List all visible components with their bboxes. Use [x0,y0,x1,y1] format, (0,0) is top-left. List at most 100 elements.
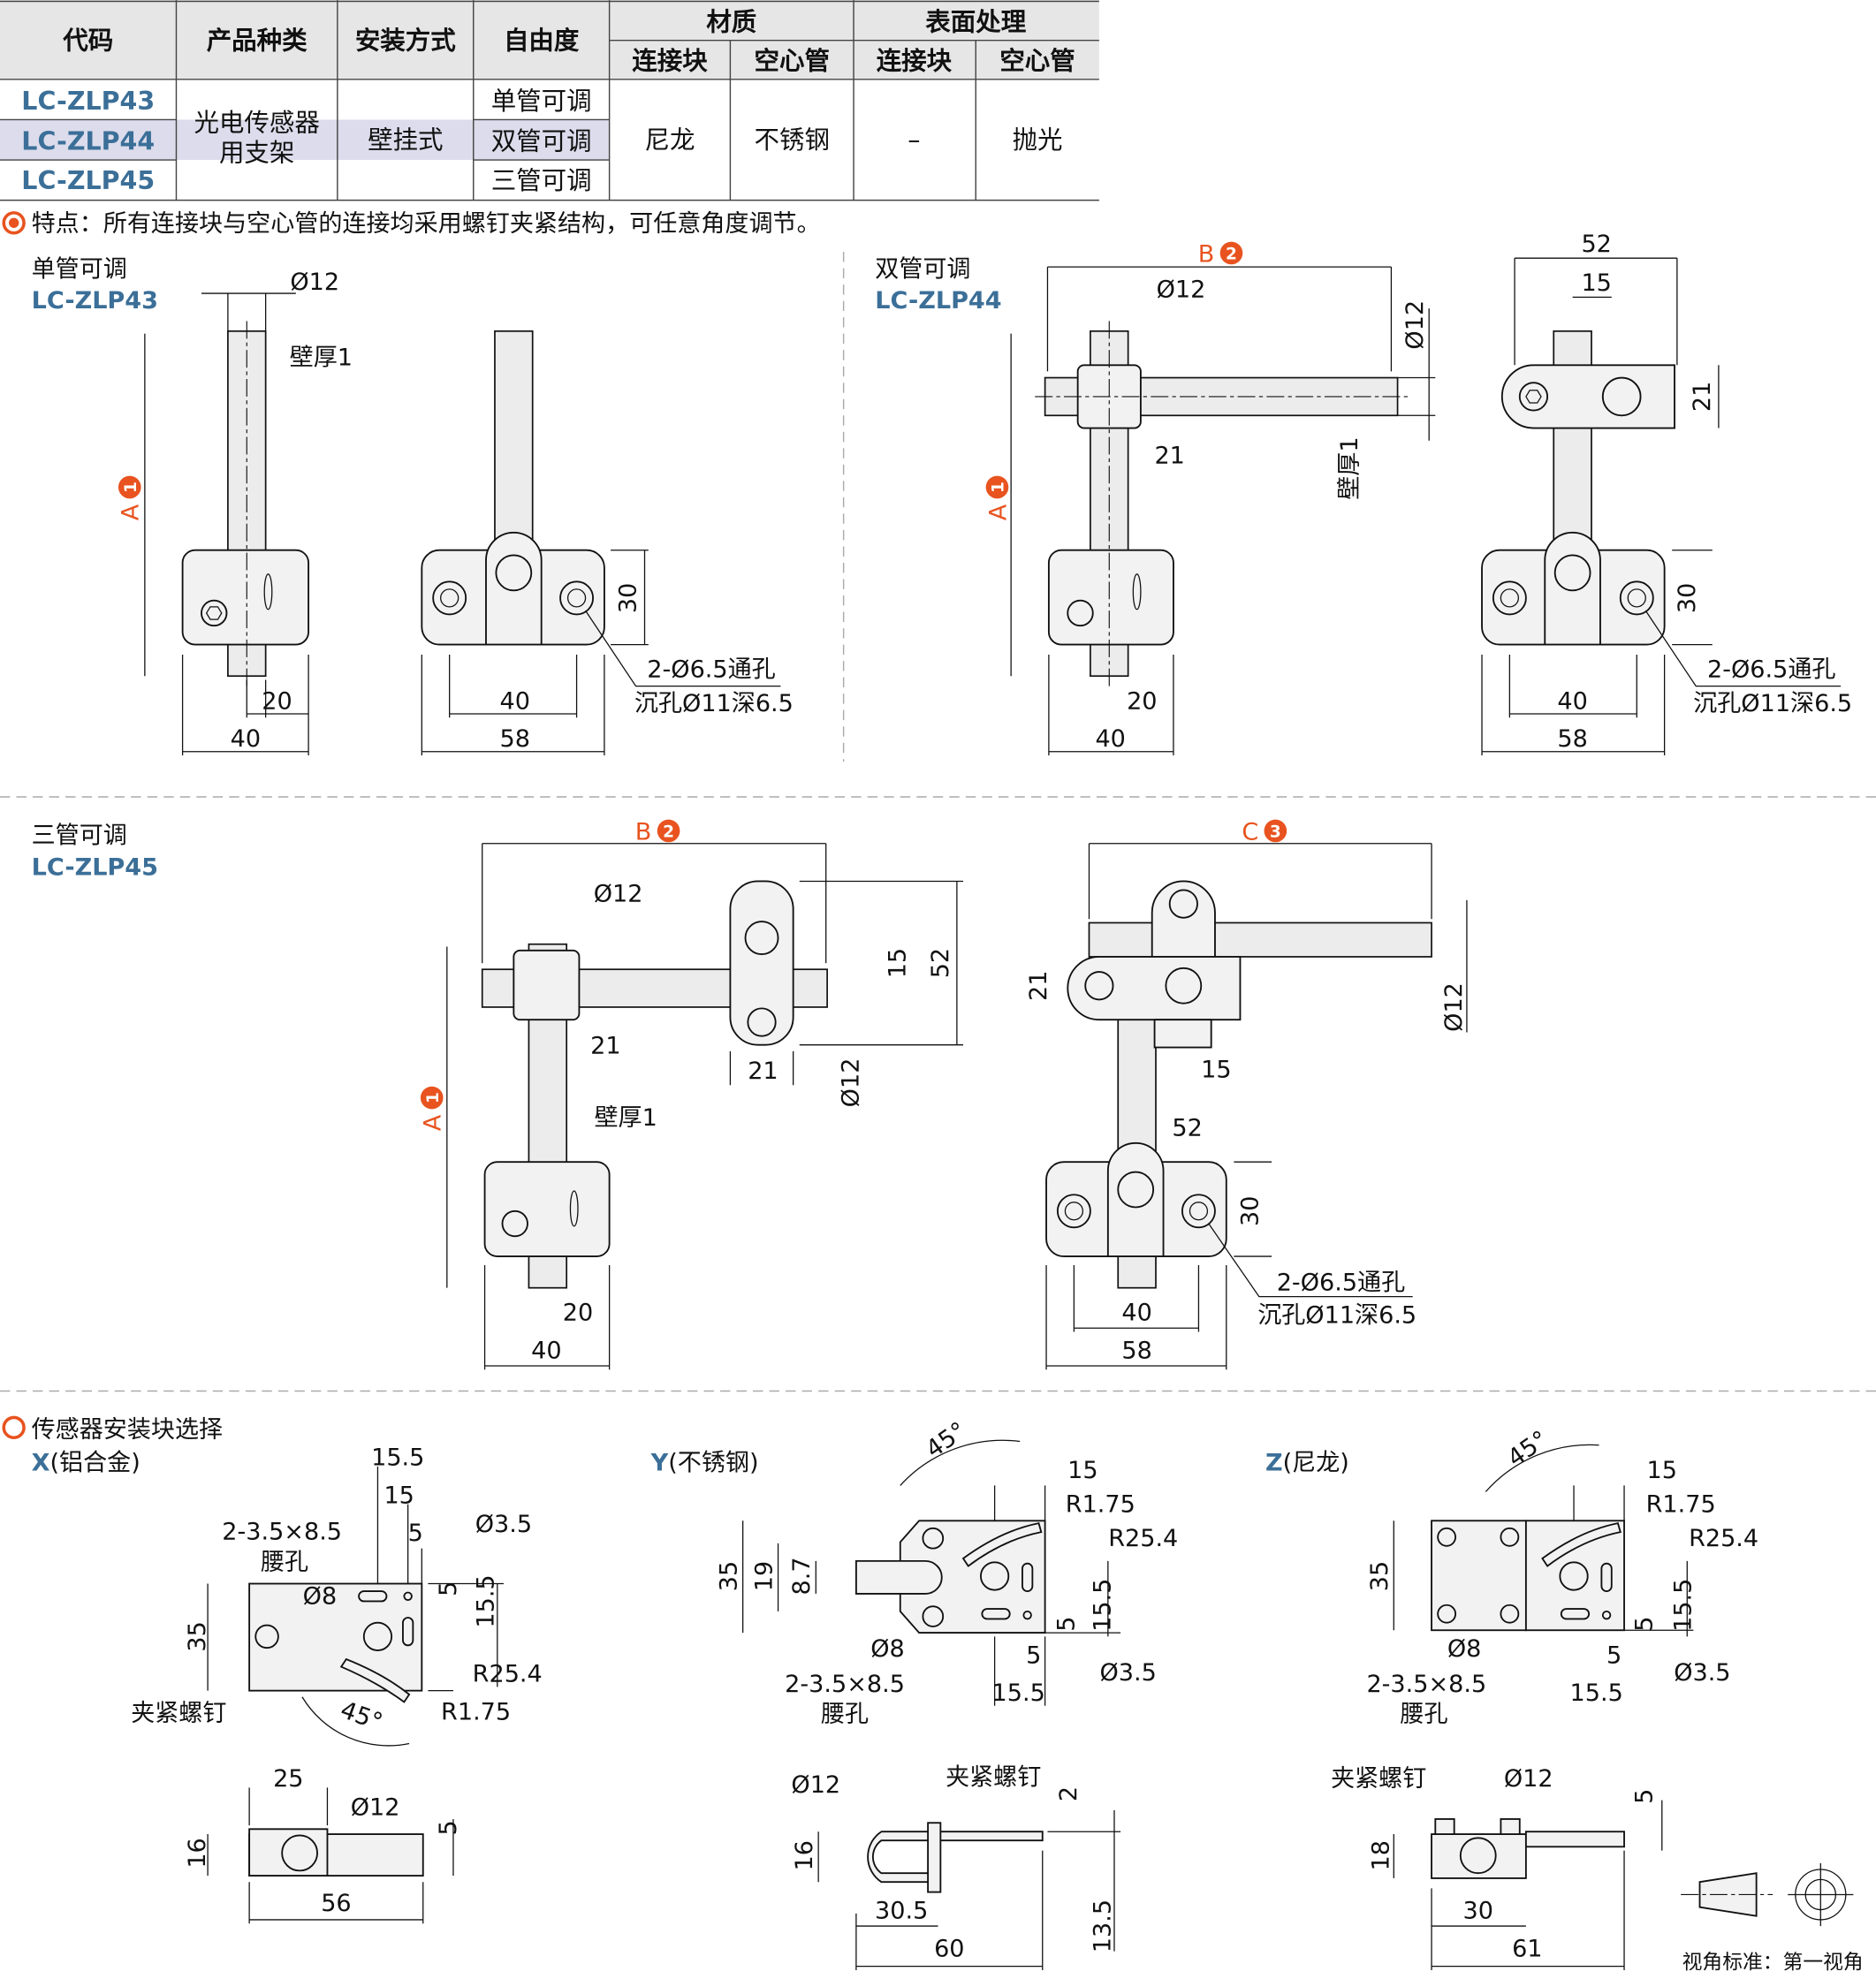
finish-block: – [908,125,920,155]
dimension-label: 40 [231,725,261,753]
single-front-view [144,292,310,755]
dimension-label: Ø8 [303,1582,338,1610]
dimension-label: 30.5 [875,1898,928,1925]
dimension-label: 沉孔Ø11深6.5 [1693,690,1852,717]
dimension-label: R25.4 [1108,1525,1178,1552]
dimension-label: 30 [1674,583,1701,613]
dimension-label: 40 [1557,687,1587,715]
dimension-label: 30 [1463,1898,1493,1925]
dimension-label: 52 [1581,231,1611,258]
dimension-label: 21 [1025,971,1052,1001]
dimension-label: 5 [435,1581,462,1596]
dimension-label: Ø12 [1440,982,1468,1032]
double-code: LC-ZLP44 [875,287,1001,315]
dimension-label: 35 [184,1621,211,1651]
single-side-view [421,330,781,755]
dimension-label: 腰孔 [1400,1701,1447,1728]
marker-number: 2 [663,823,674,842]
marker-badge-icon [1219,241,1243,265]
dimension-label: 腰孔 [261,1549,308,1576]
sensor-block-z-side [1393,1800,1663,1970]
dimension-label: 15 [1581,269,1611,297]
marker-letter: B [1198,240,1215,268]
marker-number: 1 [990,481,1008,493]
dimension-label: 40 [1095,725,1125,753]
dimension-label: 5 [1606,1642,1622,1669]
freedom-double: 双管可调 [491,127,592,156]
dimension-label: 58 [500,725,530,753]
dimension-label: 35 [716,1561,743,1591]
dimension-label: 5 [408,1520,423,1547]
dimension-label: 15.5 [1570,1679,1623,1707]
dimension-label: 15 [1067,1457,1097,1484]
reference-marker: A1 [420,1086,447,1131]
dimension-label: 夹紧螺钉 [131,1700,226,1727]
dimension-label: 35 [1366,1561,1394,1591]
dimension-label: Ø12 [290,269,339,296]
subheader-tube: 空心管 [754,46,829,75]
dimension-label: Ø3.5 [475,1511,532,1538]
dimension-label: 30 [1236,1196,1264,1226]
dimension-label: R25.4 [473,1661,543,1688]
dimension-label: 40 [500,687,530,715]
dimension-label: 5 [1630,1617,1658,1632]
dimension-label: 52 [927,948,954,978]
dimension-label: 45° [921,1417,971,1464]
marker-letter: A [420,1114,447,1131]
marker-letter: C [1242,818,1258,845]
triple-code: LC-ZLP45 [32,853,158,881]
dimension-label: 21 [748,1058,778,1085]
material-tube: 不锈钢 [754,125,829,155]
dimension-label: 5 [1026,1642,1041,1669]
dimension-label: 15.5 [371,1444,424,1472]
dimension-label: 夹紧螺钉 [946,1763,1041,1791]
dimension-label: 8.7 [788,1557,816,1595]
dimension-label: 16 [791,1840,818,1870]
dimension-label: 15.5 [1090,1579,1117,1632]
dimension-label: 夹紧螺钉 [1331,1765,1426,1793]
double-title: 双管可调 [875,256,970,284]
subheader-tube: 空心管 [999,46,1075,75]
dimension-label: 45° [1503,1426,1553,1473]
first-angle-projection-symbol: 视角标准：第一视角 [1681,1862,1864,1975]
finish-tube: 抛光 [1013,125,1063,155]
single-title: 单管可调 [32,256,127,284]
dimension-label: 沉孔Ø11深6.5 [1257,1302,1416,1330]
sensor-y-label: Y(不锈钢) [650,1449,759,1476]
triple-side-view [1045,843,1468,1370]
dimension-label: 2-3.5×8.5 [785,1671,905,1698]
dimension-label: 40 [1121,1300,1151,1327]
header-mounting: 安装方式 [355,27,456,56]
dimension-label: 21 [1154,442,1184,469]
dimension-labels: Ø12壁厚120403040582-Ø6.5通孔沉孔Ø11深6.5Ø12Ø122… [131,231,1852,1962]
reference-marker: A1 [984,475,1012,520]
dimension-label: 20 [262,687,292,715]
dimension-label: 15.5 [473,1574,500,1627]
dimension-label: 15 [1201,1057,1231,1084]
dimension-label: 52 [1172,1114,1202,1141]
header-finish: 表面处理 [925,7,1026,36]
reference-marker: A1 [118,475,145,520]
dimension-label: 19 [750,1561,778,1591]
dimension-label: 2-Ø6.5通孔 [647,656,775,684]
dimension-label: 20 [1127,687,1157,715]
dimension-label: 18 [1368,1840,1395,1870]
product-type-line2: 用支架 [219,138,294,167]
header-code: 代码 [62,27,113,56]
dimension-label: 2-Ø6.5通孔 [1277,1270,1405,1297]
header-product-type: 产品种类 [207,27,308,56]
marker-letter: A [118,504,145,520]
dimension-label: 5 [435,1820,462,1835]
dimension-label: 30 [615,583,642,613]
double-front-view [1010,266,1436,755]
freedom-single: 单管可调 [491,87,592,116]
dimension-label: Ø8 [870,1635,905,1663]
sensor-z-label: Z(尼龙) [1265,1449,1349,1476]
dimension-label: Ø12 [1401,300,1429,350]
subheader-block: 连接块 [877,46,953,75]
dimension-label: 45° [337,1696,386,1737]
dimension-label: R25.4 [1689,1525,1758,1552]
